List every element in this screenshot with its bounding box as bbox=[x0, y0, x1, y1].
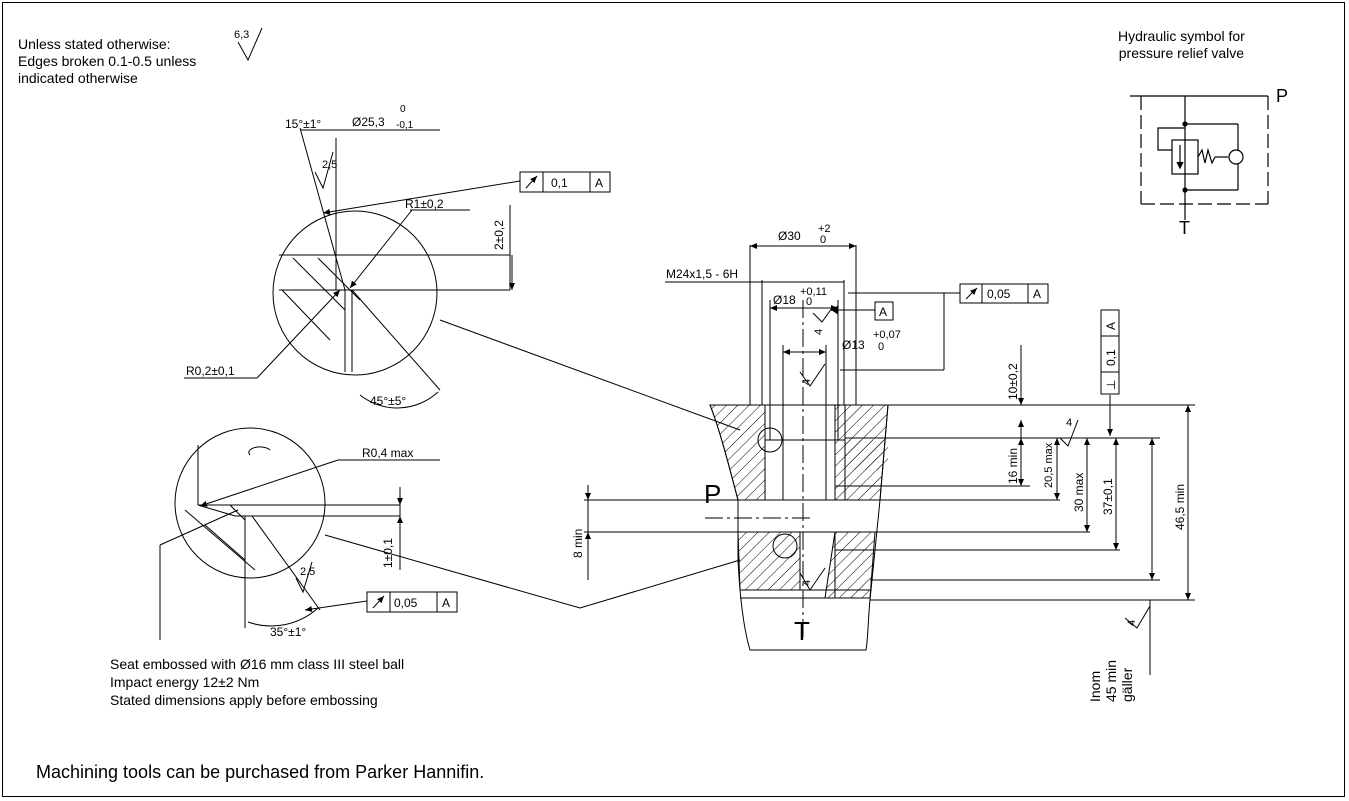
dia-25-lower: -0,1 bbox=[396, 120, 414, 131]
dia-13-tol: +0,07 bbox=[873, 329, 901, 341]
datum-a: A bbox=[879, 305, 887, 319]
r02: R0,2±0,1 bbox=[186, 364, 235, 378]
runout-main-value: 0,05 bbox=[987, 287, 1011, 301]
perp-datum: A bbox=[1104, 322, 1118, 330]
finish-4d: 4 bbox=[801, 580, 813, 586]
edges-note-line1: Edges broken 0.1-0.5 unless bbox=[18, 53, 197, 69]
runout-main-datum: A bbox=[1033, 287, 1041, 301]
surface-finish-value: 6,3 bbox=[234, 29, 249, 41]
detail-upper: 15°±1° Ø25,3 0 -0,1 2,5 R1±0,2 2±0,2 R0,… bbox=[184, 104, 741, 431]
angle-45: 45°±5° bbox=[370, 394, 406, 408]
runout-upper-value: 0,1 bbox=[551, 176, 568, 190]
main-section bbox=[584, 243, 1195, 675]
dim-30: 30 max bbox=[1072, 473, 1086, 512]
dia-30-tol2: 0 bbox=[820, 234, 826, 246]
port-p: P bbox=[704, 479, 721, 509]
dia-25: Ø25,3 bbox=[352, 115, 385, 129]
depth-2: 2±0,2 bbox=[492, 220, 506, 250]
runout-frame-lower: 0,05 A bbox=[366, 591, 458, 613]
depth-1: 1±0,1 bbox=[381, 538, 395, 568]
dim-16: 16 min bbox=[1006, 448, 1020, 484]
hydraulic-title-line2: pressure relief valve bbox=[1118, 45, 1245, 61]
hydraulic-title-line1: Hydraulic symbol for bbox=[1118, 28, 1245, 44]
finish-25-upper: 2,5 bbox=[322, 159, 337, 171]
thread: M24x1,5 - 6H bbox=[666, 267, 738, 281]
dia-13: Ø13 bbox=[842, 338, 865, 352]
hydraulic-port-t: T bbox=[1179, 218, 1190, 238]
dim-8: 8 min bbox=[571, 529, 585, 558]
dia-30-tol: +2 bbox=[818, 223, 831, 235]
hydraulic-port-p: P bbox=[1276, 86, 1288, 106]
dia-13-tol2: 0 bbox=[878, 341, 884, 353]
runout-upper-datum: A bbox=[595, 176, 603, 190]
dia-25-upper: 0 bbox=[400, 104, 406, 115]
dim-10: 10±0,2 bbox=[1006, 363, 1020, 400]
dia-18-tol: +0,11 bbox=[800, 286, 827, 298]
dim-465: 46,5 min bbox=[1173, 484, 1187, 530]
dim-37: 37±0,1 bbox=[1101, 478, 1115, 515]
finish-4e: 4 bbox=[1126, 620, 1138, 626]
inom-label-1: Inom bbox=[1087, 671, 1103, 702]
dim-205: 20,5 max bbox=[1043, 442, 1055, 488]
runout-lower-datum: A bbox=[442, 596, 450, 610]
angle-35: 35°±1° bbox=[270, 625, 306, 639]
finish-4c: 4 bbox=[1066, 417, 1072, 429]
angle-15: 15°±1° bbox=[285, 117, 321, 131]
finish-4a: 4 bbox=[813, 329, 825, 335]
r04: R0,4 max bbox=[362, 446, 413, 460]
hydraulic-symbol-title: Hydraulic symbol for pressure relief val… bbox=[1118, 28, 1245, 62]
runout-frame-main: 0,05 A bbox=[959, 283, 1049, 304]
seat-note-line3: Stated dimensions apply before embossing bbox=[110, 692, 378, 708]
dia-30: Ø30 bbox=[778, 229, 801, 243]
inom-label-2: 45 min bbox=[1103, 660, 1119, 702]
inom-label-3: gäller bbox=[1119, 667, 1135, 702]
finish-4b: 4 bbox=[801, 379, 813, 385]
seat-note-line1: Seat embossed with Ø16 mm class III stee… bbox=[110, 656, 405, 672]
perp-value: 0,1 bbox=[1104, 349, 1118, 366]
seat-note: Seat embossed with Ø16 mm class III stee… bbox=[110, 655, 404, 709]
unless-stated-text: Unless stated otherwise: bbox=[18, 36, 171, 52]
runout-lower-value: 0,05 bbox=[394, 596, 418, 610]
perp-symbol: ⊥ bbox=[1104, 380, 1118, 390]
dia-18-tol2: 0 bbox=[806, 296, 812, 308]
detail-lower: R0,4 max 1±0,1 2,5 35°±1° bbox=[159, 427, 741, 640]
port-t: T bbox=[794, 616, 810, 646]
main-labels: Ø30 +2 0 M24x1,5 - 6H Ø18 +0,11 0 A Ø13 … bbox=[571, 223, 1187, 702]
footer-note: Machining tools can be purchased from Pa… bbox=[36, 762, 485, 782]
seat-note-line2: Impact energy 12±2 Nm bbox=[110, 674, 260, 690]
hydraulic-symbol: P T bbox=[1130, 86, 1288, 238]
surface-finish-symbol: 6,3 bbox=[234, 27, 263, 62]
perpendicularity-frame: ⊥ 0,1 A bbox=[1100, 309, 1120, 395]
finish-25-lower: 2,5 bbox=[300, 566, 315, 578]
edges-note-line2: indicated otherwise bbox=[18, 70, 138, 86]
general-notes: Unless stated otherwise: Edges broken 0.… bbox=[18, 36, 196, 87]
r1: R1±0,2 bbox=[405, 197, 444, 211]
runout-frame-upper: 0,1 A bbox=[519, 171, 611, 193]
dia-18: Ø18 bbox=[773, 293, 796, 307]
